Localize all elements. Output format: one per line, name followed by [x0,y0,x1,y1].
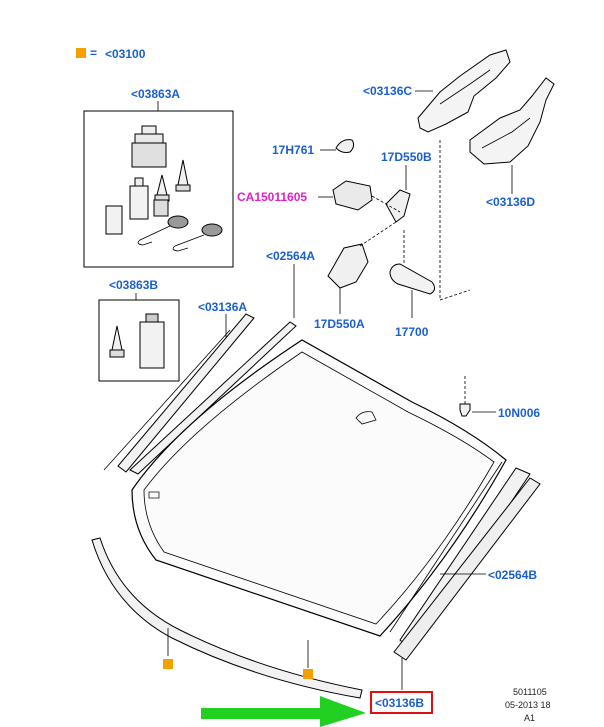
seal-left-shape [129,321,297,475]
legend-code[interactable]: <03100 [105,47,146,61]
highlight-group: <03136B [370,691,433,714]
clip-group: 10N006 [459,403,540,420]
moulding-left-shape [117,313,255,473]
label-seal-left[interactable]: <02564A [266,249,315,263]
trim-top-assembly: <03136C <03136D [363,49,555,209]
legend-orange-square [76,48,86,58]
kit-b-box [98,299,180,382]
moulding-right-shape [393,477,541,661]
moulding-bottom-shape [91,537,363,699]
bracket-right-group: 17D550B [381,150,432,223]
sensor-cover-shape [335,139,355,153]
legend: = <03100 [76,46,146,61]
footer-code: 5011105 [513,687,547,697]
trim-lower-shape [469,77,555,165]
label-trim-top[interactable]: <03136C [363,84,412,98]
windshield-sensor-area [355,411,377,425]
label-trim-lower[interactable]: <03136D [486,195,535,209]
applicator-icon [137,215,223,252]
label-clip[interactable]: 10N006 [498,406,540,420]
leader-lines [359,140,471,404]
windshield-tag-icon [148,491,160,499]
windshield-inner [143,351,495,625]
green-arrow-icon [201,696,366,727]
moulding-left-group: <03136A [103,300,297,475]
label-bracket-right[interactable]: 17D550B [381,150,432,164]
label-sensor-cover[interactable]: 17H761 [272,143,314,157]
label-mirror[interactable]: 17700 [395,325,429,339]
footer-date: 05-2013 18 [505,700,551,710]
urethane-tube-icon [109,313,165,369]
small-bottles-icon [105,177,169,235]
module-group: CA15011605 [237,180,373,211]
label-seal-right[interactable]: <02564B [488,568,537,582]
sensor-cover-group: 17H761 [272,139,355,157]
footer-rev: A1 [524,713,535,723]
moulding-bottom-group [91,537,403,699]
kit-a: <03863A [83,87,234,268]
bracket-left-group: 17D550A [314,243,369,331]
orange-marker-right [303,669,313,679]
windshield-group [131,339,507,637]
label-moulding-left[interactable]: <03136A [198,300,247,314]
clip-shape [459,403,471,417]
label-bracket-left[interactable]: 17D550A [314,317,365,331]
label-moulding-bottom[interactable]: <03136B [375,696,424,710]
highlight-box [370,691,433,714]
mirror-shape [389,263,436,295]
orange-marker-left [163,659,173,669]
seal-left-label-group: <02564A [266,249,315,318]
trim-top-shape [417,49,511,133]
primer-bottle-icon [131,125,167,168]
label-module[interactable]: CA15011605 [237,190,307,204]
bracket-left-shape [327,243,369,289]
module-shape [332,180,373,211]
label-kit-a[interactable]: <03863A [131,87,180,101]
mirror-group: 17700 [389,263,436,339]
legend-equals: = [90,46,97,60]
seal-right-group: <02564B [389,461,541,661]
bracket-right-shape [385,189,411,223]
kit-b: <03863B [98,278,180,382]
footer: 5011105 05-2013 18 A1 [505,687,551,723]
nozzle-icon [154,159,191,202]
label-kit-b[interactable]: <03863B [109,278,158,292]
